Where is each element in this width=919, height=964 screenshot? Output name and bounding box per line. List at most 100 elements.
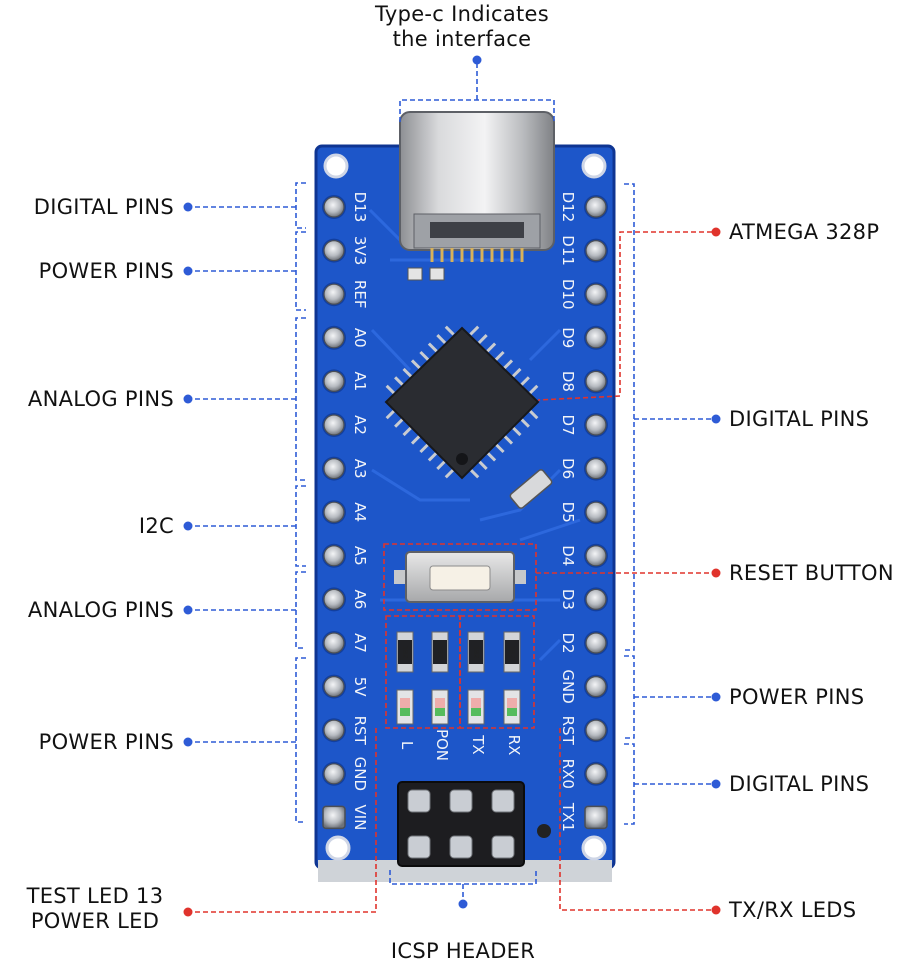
mounting-hole-bottom-left bbox=[325, 835, 351, 861]
label-left-analog-pins-bottom: ANALOG PINS bbox=[27, 598, 174, 622]
right-pin-tx1 bbox=[584, 805, 608, 830]
right-pin-label: D9 bbox=[559, 327, 577, 348]
usb-c-connector bbox=[399, 111, 555, 281]
label-txrx-leds: TX/RX LEDS bbox=[729, 898, 857, 922]
resistor: 102 bbox=[396, 631, 414, 673]
atmega-chip bbox=[384, 325, 540, 480]
right-pin-label: D8 bbox=[559, 371, 577, 392]
right-pin-label: D2 bbox=[559, 632, 577, 653]
led-pon: PON bbox=[431, 689, 451, 761]
right-pin-header bbox=[584, 195, 608, 830]
left-pin-label: A3 bbox=[351, 459, 369, 479]
callout-lines-red bbox=[190, 231, 712, 913]
left-pin-a6 bbox=[322, 587, 346, 612]
left-pin-label: A7 bbox=[351, 633, 369, 653]
right-pin-label: D4 bbox=[559, 545, 577, 566]
left-pin-label: A0 bbox=[351, 328, 369, 348]
right-pin-label: D6 bbox=[559, 458, 577, 479]
left-pin-3v3 bbox=[322, 238, 346, 263]
resistor-code: 102 bbox=[472, 646, 480, 659]
label-icsp-header: ICSP HEADER bbox=[390, 939, 536, 963]
left-pin-label: D13 bbox=[351, 192, 369, 223]
label-test-led: TEST LED 13 POWER LED bbox=[10, 884, 180, 934]
left-pin-label: 3V3 bbox=[351, 236, 369, 265]
label-left-power-pins-bottom: POWER PINS bbox=[38, 730, 174, 754]
left-pin-label: GND bbox=[351, 757, 369, 791]
left-pin-label: A6 bbox=[351, 589, 369, 609]
label-right-digital-pins-bottom: DIGITAL PINS bbox=[729, 772, 870, 796]
right-pin-label: GND bbox=[559, 669, 577, 703]
left-pin-label: RST bbox=[351, 716, 369, 746]
left-pin-vin bbox=[322, 805, 346, 830]
led-group: L PON TX RX bbox=[396, 689, 523, 761]
right-pin-label: D12 bbox=[559, 192, 577, 223]
resistor-code: 102 bbox=[508, 646, 516, 659]
led-label: RX bbox=[505, 735, 523, 756]
left-pin-header bbox=[322, 195, 346, 830]
resistor: 102 bbox=[503, 631, 521, 673]
left-pin-a7 bbox=[322, 631, 346, 655]
left-pin-label: A5 bbox=[351, 546, 369, 566]
right-pin-d2 bbox=[584, 631, 608, 655]
left-pin-a5 bbox=[322, 543, 346, 568]
right-pin-d5 bbox=[584, 500, 608, 525]
resistor: 102 bbox=[431, 631, 449, 673]
mounting-hole-top-left bbox=[323, 153, 349, 179]
led-l: L bbox=[396, 689, 416, 750]
type-c-label-line1: Type-c Indicates bbox=[374, 2, 549, 26]
type-c-label-line2: the interface bbox=[392, 27, 532, 51]
left-pin-rst bbox=[322, 718, 346, 743]
right-pin-d10 bbox=[584, 282, 608, 307]
right-pin-d11 bbox=[584, 238, 608, 263]
right-pin-label: D5 bbox=[559, 502, 577, 523]
left-pin-gnd bbox=[322, 761, 346, 786]
right-pin-d12 bbox=[584, 195, 608, 219]
resistor: 102 bbox=[467, 631, 485, 673]
right-pin-label: TX1 bbox=[559, 802, 577, 832]
left-pin-5v bbox=[322, 674, 346, 699]
right-pin-rx0 bbox=[584, 761, 608, 786]
led-label: L bbox=[398, 741, 416, 750]
left-pin-label: A2 bbox=[351, 415, 369, 435]
left-pin-a2 bbox=[322, 413, 346, 437]
right-pin-label: RX0 bbox=[559, 759, 577, 789]
led-rx: RX bbox=[503, 689, 523, 756]
type-c-label: Type-c Indicates the interface bbox=[357, 2, 567, 52]
left-pin-label: A4 bbox=[351, 502, 369, 522]
led-tx: TX bbox=[467, 689, 487, 755]
label-atmega: ATMEGA 328P bbox=[729, 220, 880, 244]
label-right-power-pins: POWER PINS bbox=[729, 685, 865, 709]
led-label: PON bbox=[433, 729, 451, 761]
resistor-code: 102 bbox=[436, 646, 444, 659]
left-pin-a1 bbox=[322, 369, 346, 394]
label-left-digital-pins: DIGITAL PINS bbox=[33, 195, 174, 219]
resistor-code: 102 bbox=[401, 646, 409, 659]
left-pin-ref bbox=[322, 282, 346, 307]
label-test-led-line1: TEST LED 13 bbox=[26, 884, 164, 908]
left-pin-d13 bbox=[322, 195, 346, 219]
label-left-power-pins-top: POWER PINS bbox=[38, 259, 174, 283]
crystal-component bbox=[509, 469, 553, 509]
right-pin-label: D10 bbox=[559, 279, 577, 310]
right-pin-label: RST bbox=[559, 716, 577, 746]
right-pin-label: D11 bbox=[559, 235, 577, 266]
right-pin-d9 bbox=[584, 325, 608, 350]
left-pin-a0 bbox=[322, 325, 346, 350]
right-pin-rst bbox=[584, 718, 608, 743]
right-pin-d7 bbox=[584, 413, 608, 437]
right-pin-d8 bbox=[584, 369, 608, 394]
right-pin-d4 bbox=[584, 543, 608, 568]
reset-button bbox=[394, 551, 526, 603]
mounting-hole-top-right bbox=[581, 153, 607, 179]
label-left-analog-pins-top: ANALOG PINS bbox=[27, 387, 174, 411]
left-pin-label: 5V bbox=[351, 677, 369, 698]
led-label: TX bbox=[469, 734, 487, 754]
label-left-i2c: I2C bbox=[138, 514, 174, 538]
left-pin-a3 bbox=[322, 456, 346, 481]
callout-lines-blue bbox=[190, 62, 712, 902]
right-pin-label: D3 bbox=[559, 589, 577, 610]
icsp-header bbox=[397, 781, 551, 867]
right-pin-d6 bbox=[584, 456, 608, 481]
